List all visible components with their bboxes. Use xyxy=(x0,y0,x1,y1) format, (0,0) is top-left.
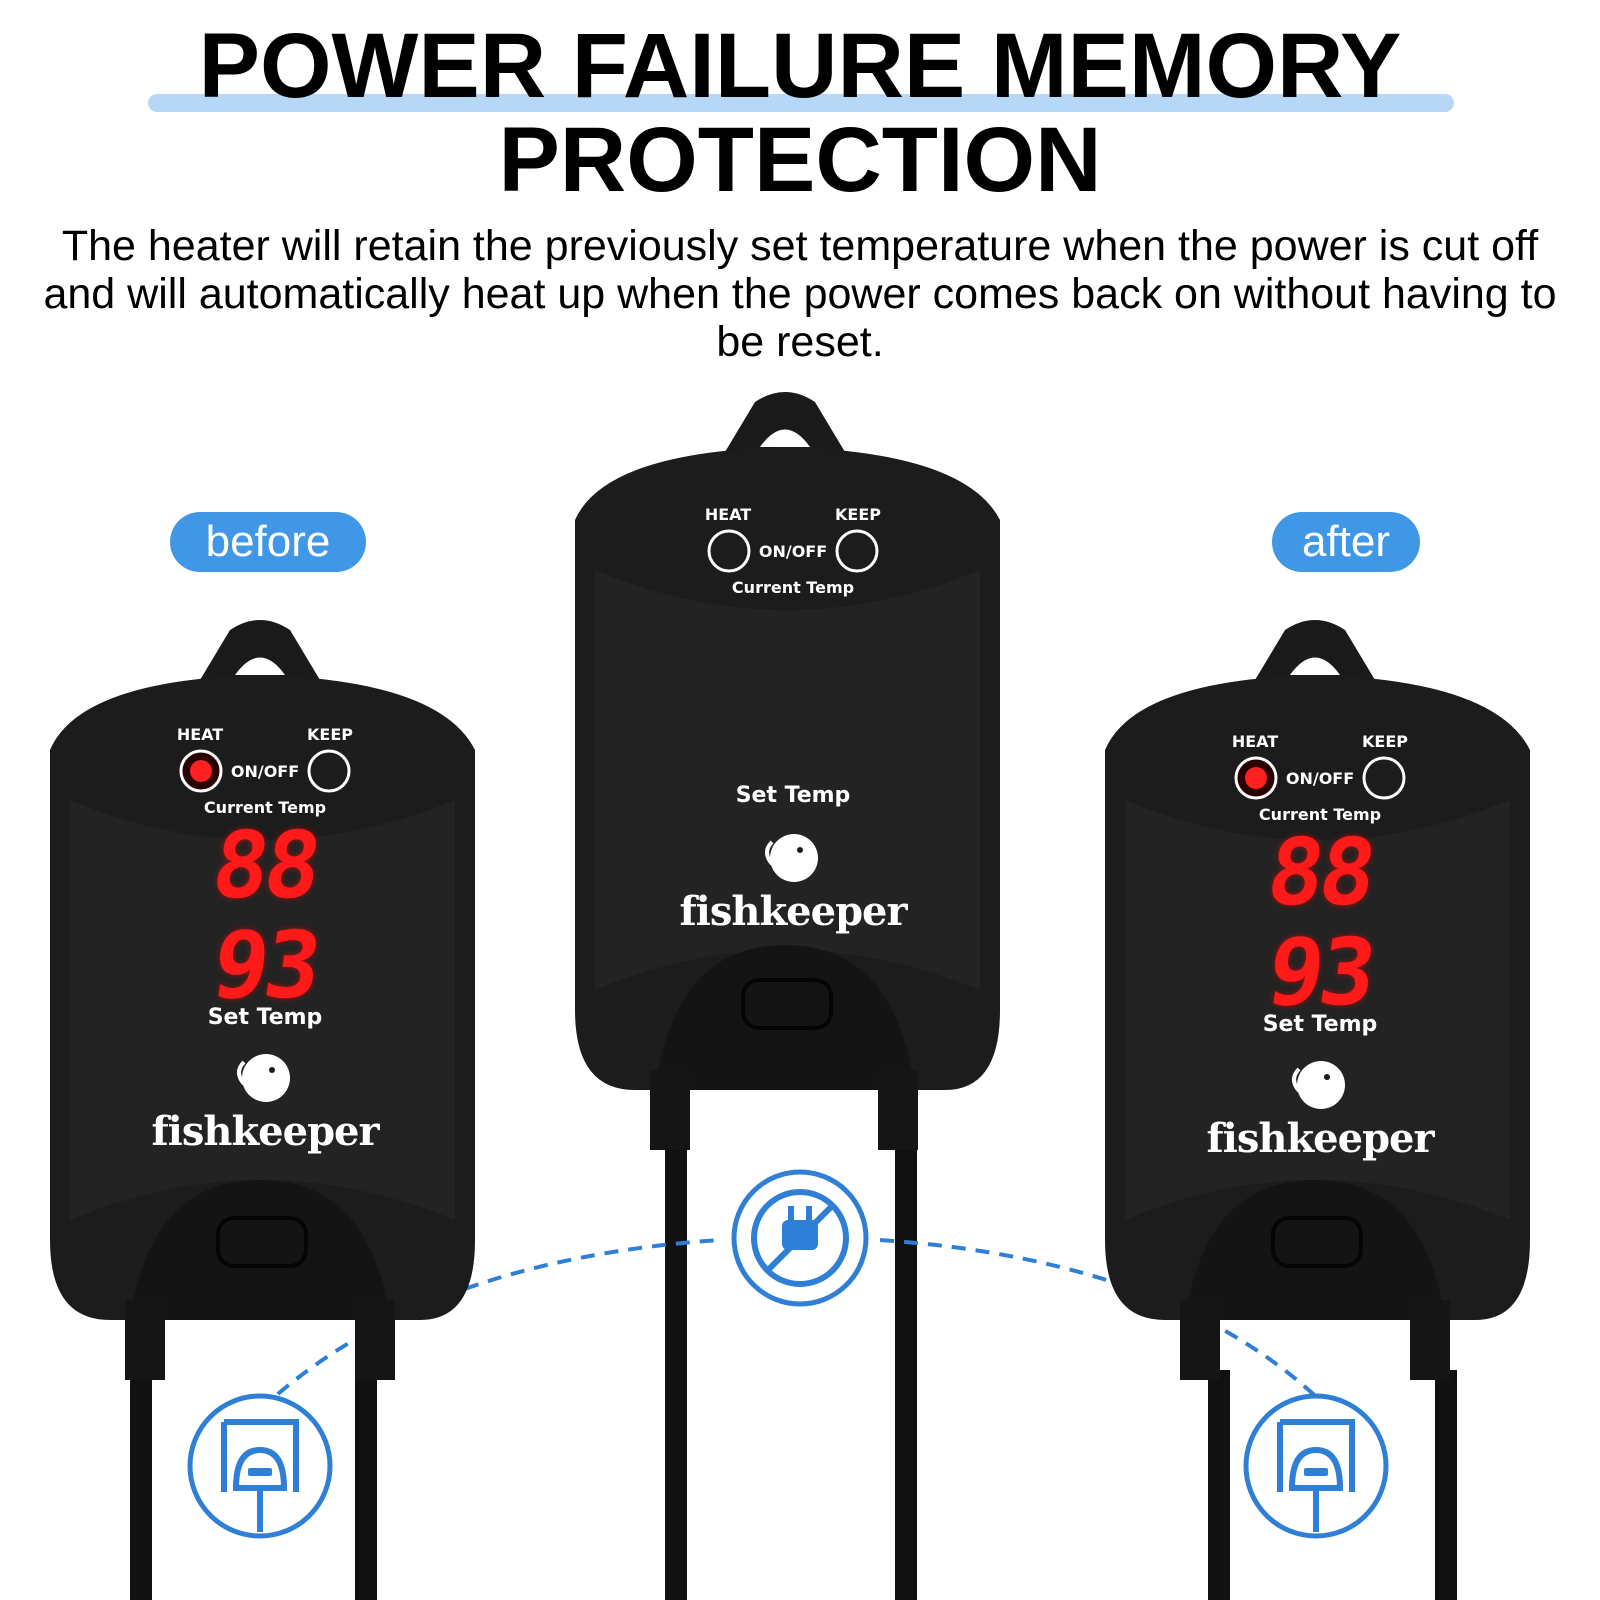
page-title-line1: POWER FAILURE MEMORY xyxy=(198,15,1402,117)
heat-label: HEAT xyxy=(704,505,752,524)
on-off-label: ON/OFF xyxy=(758,542,828,561)
controller-body-before xyxy=(50,620,475,1380)
keep-label: KEEP xyxy=(1362,732,1408,751)
on-off-label: ON/OFF xyxy=(1285,769,1355,788)
after-label: after xyxy=(1272,512,1420,572)
heat-led-off xyxy=(707,529,751,573)
keep-led-off xyxy=(835,529,879,573)
plug-icon-left xyxy=(187,1393,333,1539)
current-temp-display: 88 xyxy=(1261,819,1379,926)
keep-label: KEEP xyxy=(835,505,881,524)
on-off-label: ON/OFF xyxy=(230,762,300,781)
heat-label: HEAT xyxy=(1231,732,1279,751)
title-highlight xyxy=(148,94,1454,112)
keep-label: KEEP xyxy=(307,725,353,744)
set-temp-label: Set Temp xyxy=(207,1005,323,1030)
set-temp-label: Set Temp xyxy=(735,783,851,808)
page-description: The heater will retain the previously se… xyxy=(43,222,1557,366)
plug-icon-right xyxy=(1243,1393,1389,1539)
set-temp-label: Set Temp xyxy=(1262,1012,1378,1037)
controller-after: HEAT KEEP ON/OFF Current Temp 88 93 Set … xyxy=(1095,620,1540,1380)
brand-logo: fishkeeper xyxy=(1206,1115,1434,1162)
keep-led-off xyxy=(1362,756,1406,800)
keep-led-off xyxy=(307,749,351,793)
heat-led-on xyxy=(1234,756,1278,800)
brand-logo: fishkeeper xyxy=(679,888,907,935)
fish-logo-icon xyxy=(765,834,818,882)
controller-body-off xyxy=(575,392,1000,1150)
heat-label: HEAT xyxy=(176,725,224,744)
fish-logo-icon xyxy=(1292,1061,1345,1109)
controller-body-after xyxy=(1105,620,1530,1380)
power-outage-icon xyxy=(731,1169,869,1307)
fish-logo-icon xyxy=(237,1054,290,1102)
current-temp-label: Current Temp xyxy=(731,578,855,597)
before-label: before xyxy=(170,512,366,572)
heat-led-on xyxy=(179,749,223,793)
set-temp-display: 93 xyxy=(1261,919,1379,1026)
set-temp-display: 93 xyxy=(206,912,324,1019)
current-temp-display: 88 xyxy=(206,812,324,919)
current-temp-label: Current Temp xyxy=(1258,805,1382,824)
controller-before: HEAT KEEP ON/OFF Current Temp 88 93 Set … xyxy=(40,620,485,1380)
brand-logo: fishkeeper xyxy=(151,1108,379,1155)
page-title-line2: PROTECTION xyxy=(498,109,1102,211)
controller-power-off: HEAT KEEP ON/OFF Current Temp Set Temp f… xyxy=(570,390,1015,1150)
current-temp-label: Current Temp xyxy=(203,798,327,817)
